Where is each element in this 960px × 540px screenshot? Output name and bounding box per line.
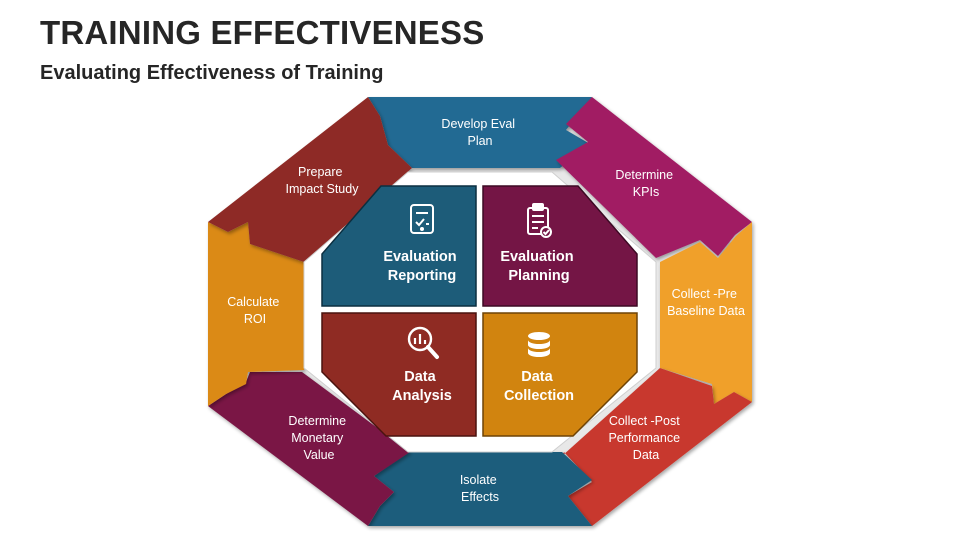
- segment-determine-kpis-label: Determine KPIs: [615, 168, 676, 199]
- quadrant-evaluation-reporting-label: Evaluation Reporting: [383, 249, 460, 284]
- segment-prepare-impact-study[interactable]: Prepare Impact Study: [208, 97, 412, 262]
- segment-collect-pre-baseline-data[interactable]: Collect -Pre Baseline Data: [660, 222, 752, 404]
- segment-collect-post-performance-data[interactable]: Collect -Post Performance Data: [562, 368, 752, 526]
- outer-ring: Develop Eval Plan Determine KPIs Collect…: [208, 97, 752, 526]
- segment-determine-monetary-value[interactable]: Determine Monetary Value: [208, 372, 410, 526]
- page-subtitle: Evaluating Effectiveness of Training: [40, 62, 384, 84]
- segment-calculate-roi-label: Calculate ROI: [227, 295, 283, 326]
- quadrant-evaluation-planning-label: Evaluation Planning: [500, 249, 577, 284]
- segment-develop-eval-plan-label: Develop Eval Plan: [441, 117, 518, 148]
- quadrant-data-collection[interactable]: Data Collection: [482, 312, 638, 437]
- quadrant-data-collection-label: Data Collection: [504, 369, 574, 404]
- segment-collect-post-performance-data-label: Collect -Post Performance Data: [608, 414, 683, 462]
- clipboard-checklist-icon: [527, 203, 552, 238]
- database-icon: [528, 332, 550, 357]
- segment-develop-eval-plan[interactable]: Develop Eval Plan: [368, 97, 592, 168]
- inner-quadrants: Evaluation Reporting Evaluation Planning: [321, 185, 638, 437]
- quadrant-data-analysis-label: Data Analysis: [392, 369, 452, 404]
- quadrant-data-analysis[interactable]: Data Analysis: [321, 312, 477, 437]
- magnifier-chart-icon: [407, 326, 439, 359]
- page-title: TRAINING EFFECTIVENESS: [40, 14, 485, 51]
- segment-determine-kpis[interactable]: Determine KPIs: [556, 97, 752, 258]
- segment-collect-pre-baseline-data-label: Collect -Pre Baseline Data: [667, 287, 745, 318]
- segment-isolate-effects[interactable]: Isolate Effects: [368, 452, 592, 526]
- segment-prepare-impact-study-label: Prepare Impact Study: [286, 165, 360, 196]
- quadrant-evaluation-reporting[interactable]: Evaluation Reporting: [321, 185, 477, 307]
- tablet-checklist-icon: [410, 204, 434, 234]
- segment-isolate-effects-label: Isolate Effects: [460, 473, 500, 504]
- segment-calculate-roi[interactable]: Calculate ROI: [208, 222, 304, 406]
- quadrant-evaluation-planning[interactable]: Evaluation Planning: [482, 185, 638, 307]
- segment-determine-monetary-value-label: Determine Monetary Value: [288, 414, 349, 462]
